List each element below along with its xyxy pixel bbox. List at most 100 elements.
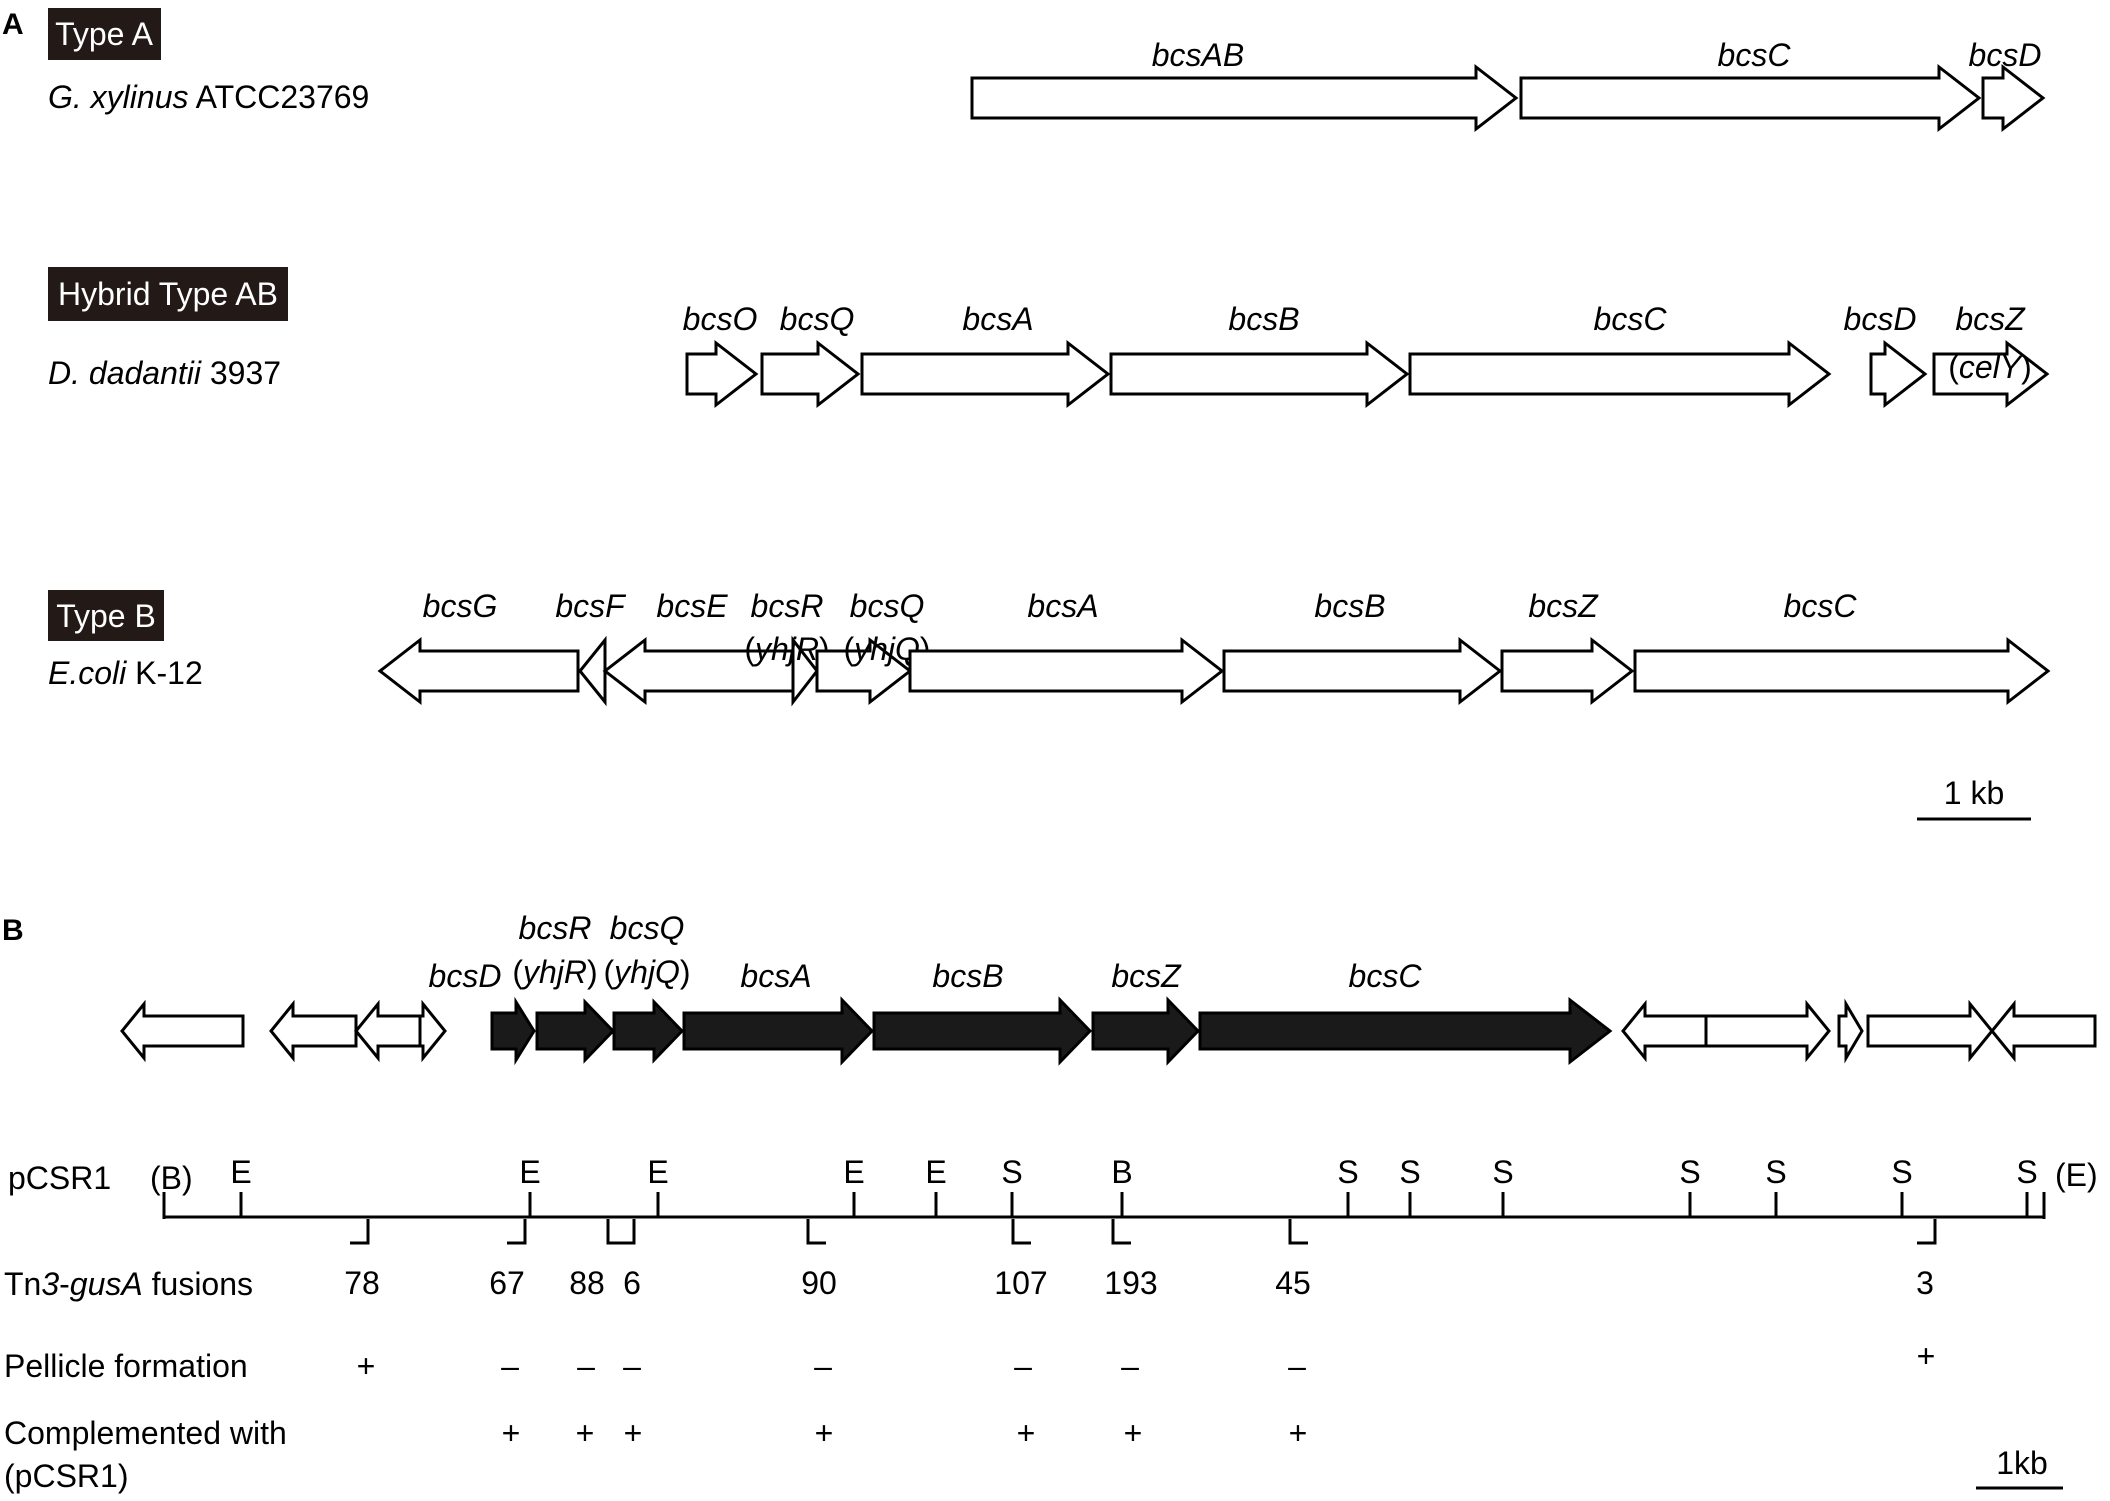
operon-1-gene-bcsC-arrow — [1519, 63, 1982, 133]
operon-3-gene-bcsZ-arrow — [1500, 636, 1635, 706]
site-13-label: S — [2016, 1154, 2037, 1190]
panel-b-gene-flank-12-arrow — [1704, 999, 1831, 1063]
fusion-88-label: 88 — [569, 1265, 605, 1301]
operon-1-gene-bcsAB-label: bcsAB — [1152, 37, 1244, 73]
operon-2-gene-bcsO-label: bcsO — [683, 301, 758, 337]
panel-a-gene-arrows: bcsAB bcsC bcsD bcsO bcsQ bcsA bcsB bcsC bcsD bcs… — [377, 37, 2051, 707]
fusion-78-pellicle: + — [357, 1348, 376, 1384]
operon-1-gene-bcsD-arrow — [1981, 63, 2046, 133]
operon-3-gene-bcsR-arrow — [791, 635, 819, 707]
panel-b-gene-bcsR-arrow — [535, 998, 616, 1064]
site-10-label: S — [1679, 1154, 1700, 1190]
map-end-site: (E) — [2055, 1157, 2098, 1193]
scale-bar-b-label: 1kb — [1996, 1445, 2048, 1481]
operon-1-gene-bcsD-label: bcsD — [1969, 37, 2042, 73]
fusion-107-pellicle: – — [1014, 1348, 1032, 1384]
pellicle-row-label: Pellicle formation — [4, 1348, 248, 1384]
fusion-88-pellicle: – — [577, 1348, 595, 1384]
operon-2-gene-bcsC-label: bcsC — [1594, 301, 1668, 337]
type-a-organism: G. xylinus ATCC23769 — [48, 79, 369, 115]
operon-3-gene-bcsC-label: bcsC — [1784, 588, 1858, 624]
panel-b-gene-flank-14-arrow — [1866, 999, 1994, 1063]
panel-b-gene-flank-1-arrow — [269, 999, 358, 1063]
site-12-label: S — [1891, 1154, 1912, 1190]
operon-2-gene-bcsZ-arrow — [1932, 339, 2050, 409]
scale-bar-a-label: 1 kb — [1944, 775, 2004, 811]
fusion-6-bracket — [616, 1219, 636, 1245]
panel-b-gene-bcsR-alias: (yhjR) — [512, 954, 597, 990]
site-1-label: E — [519, 1154, 540, 1190]
operon-3-gene-bcsR-label: bcsR — [751, 588, 824, 624]
panel-b-gene-bcsA-arrow — [682, 996, 875, 1066]
panel-b-gene-bcsQ-arrow — [612, 998, 685, 1064]
hybrid-type-ab-label: Hybrid Type AB — [58, 276, 278, 312]
operon-2-gene-bcsC-arrow — [1408, 339, 1832, 409]
panel-b-gene-bcsD-label: bcsD — [429, 958, 502, 994]
panel-a: A Type A G. xylinus ATCC23769 Hybrid Typ… — [2, 8, 2051, 821]
fusion-67-pellicle: – — [501, 1348, 519, 1384]
operon-3-gene-bcsF-arrow — [578, 635, 607, 707]
complemented-row-label-2: (pCSR1) — [4, 1458, 128, 1494]
panel-b-gene-bcsB-label: bcsB — [932, 958, 1003, 994]
panel-b-gene-bcsC-label: bcsC — [1349, 958, 1423, 994]
fusion-45-complemented: + — [1289, 1415, 1308, 1451]
hybrid-type-ab-box — [48, 267, 288, 321]
operon-3-gene-bcsB-arrow — [1222, 636, 1503, 706]
fusions-row-label: Tn3-gusA fusions — [4, 1266, 253, 1302]
site-8-label: S — [1399, 1154, 1420, 1190]
operon-2-gene-bcsO-arrow — [685, 339, 759, 409]
panel-b-gene-bcsC-arrow — [1198, 996, 1613, 1066]
panel-b-gene-bcsB-arrow — [872, 996, 1093, 1066]
operon-2-gene-bcsZ-alias: (celY) — [1948, 349, 2032, 385]
complemented-row-label-1: Complemented with — [4, 1415, 287, 1451]
operon-3-gene-bcsQ-label: bcsQ — [850, 588, 925, 624]
type-b-box — [48, 590, 164, 641]
operon-2-gene-bcsB-arrow — [1109, 339, 1410, 409]
operon-2-gene-bcsD-arrow — [1869, 339, 1928, 409]
panel-b-gene-flank-13-arrow — [1837, 998, 1864, 1064]
map-start-site: (B) — [150, 1160, 193, 1196]
fusion-90-bracket — [806, 1219, 826, 1245]
site-11-label: S — [1765, 1154, 1786, 1190]
panel-b-gene-bcsD-arrow — [490, 996, 536, 1066]
fusion-insertions: 78+67–+88–+6–+90–+107–+193–+45–+3+ — [344, 1219, 1937, 1451]
operon-2-gene-bcsB-label: bcsB — [1228, 301, 1299, 337]
operon-3-gene-bcsB-label: bcsB — [1314, 588, 1385, 624]
panel-b-gene-flank-2-arrow — [354, 999, 431, 1063]
site-5-label: S — [1001, 1154, 1022, 1190]
operon-3-gene-bcsA-arrow — [908, 636, 1225, 706]
operon-3-gene-bcsZ-label: bcsZ — [1528, 588, 1599, 624]
site-2-label: E — [647, 1154, 668, 1190]
operon-3-gene-bcsA-label: bcsA — [1027, 588, 1098, 624]
fusion-6-complemented: + — [624, 1415, 643, 1451]
fusion-90-pellicle: – — [814, 1348, 832, 1384]
operon-1-gene-bcsC-label: bcsC — [1718, 37, 1792, 73]
operon-3-gene-bcsE-label: bcsE — [656, 588, 728, 624]
panel-a-label: A — [2, 8, 24, 41]
operon-2-gene-bcsD-label: bcsD — [1844, 301, 1917, 337]
site-6-label: B — [1111, 1154, 1132, 1190]
panel-b-gene-bcsQ-label: bcsQ — [610, 910, 685, 946]
fusion-90-complemented: + — [815, 1415, 834, 1451]
fusion-67-label: 67 — [489, 1265, 525, 1301]
plasmid-label: pCSR1 — [8, 1160, 111, 1196]
operon-3-gene-bcsG-arrow — [377, 636, 580, 706]
fusion-67-bracket — [507, 1219, 527, 1245]
fusion-193-complemented: + — [1124, 1415, 1143, 1451]
operon-3-gene-bcsQ-alias: (yhjQ) — [843, 631, 930, 667]
panel-b-gene-flank-0-arrow — [120, 999, 245, 1063]
fusion-78-label: 78 — [344, 1265, 380, 1301]
operon-2-gene-bcsQ-label: bcsQ — [780, 301, 855, 337]
panel-b-gene-bcsZ-arrow — [1091, 996, 1201, 1066]
fusion-45-label: 45 — [1275, 1265, 1311, 1301]
panel-b-gene-bcsR-label: bcsR — [519, 910, 592, 946]
fusion-78-bracket — [350, 1219, 370, 1245]
fusion-107-complemented: + — [1017, 1415, 1036, 1451]
operon-3-gene-bcsF-label: bcsF — [555, 588, 627, 624]
operon-2-gene-bcsA-label: bcsA — [962, 301, 1033, 337]
fusion-90-label: 90 — [801, 1265, 837, 1301]
operon-2-gene-bcsQ-arrow — [760, 339, 861, 409]
